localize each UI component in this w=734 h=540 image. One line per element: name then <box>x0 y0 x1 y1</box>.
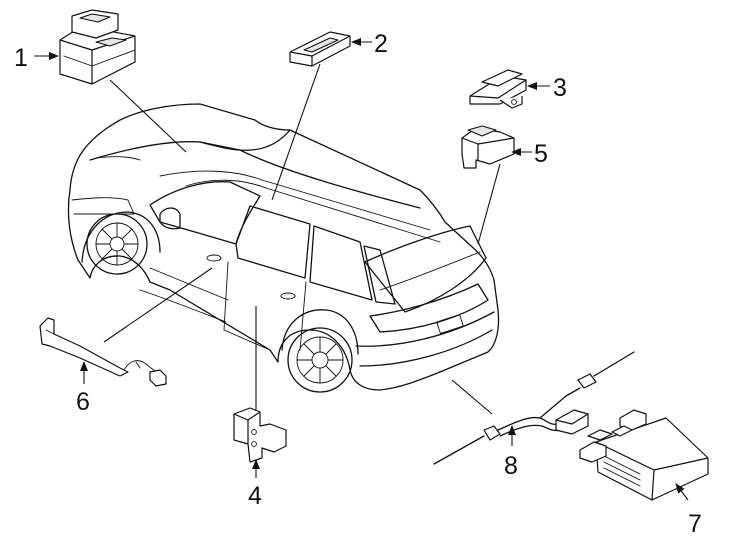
callout-6: 6 <box>76 388 90 416</box>
part-6-harness[interactable] <box>39 317 167 387</box>
leader-line-1 <box>109 79 187 153</box>
leader-line-2 <box>271 63 321 201</box>
leader-line-6 <box>103 267 213 343</box>
callout-5: 5 <box>534 140 548 168</box>
part-7-control-unit[interactable] <box>579 409 709 501</box>
callout-8: 8 <box>504 452 518 480</box>
part-1-control-module[interactable] <box>59 9 136 85</box>
callout-3: 3 <box>553 74 567 102</box>
callout-arrow-7 <box>675 483 689 501</box>
part-3-bracket[interactable] <box>469 69 527 109</box>
callout-1: 1 <box>14 44 28 72</box>
leader-line-8 <box>451 379 493 415</box>
part-4-mount-bracket[interactable] <box>233 407 287 463</box>
callout-4: 4 <box>248 482 262 510</box>
callout-2: 2 <box>374 30 388 58</box>
part-8-cable[interactable] <box>433 351 635 465</box>
part-2-sensor[interactable] <box>289 31 351 67</box>
vehicle-illustration <box>67 103 500 393</box>
leader-line-5 <box>477 163 501 245</box>
part-5-sensor-module[interactable] <box>461 125 515 169</box>
callout-7: 7 <box>688 510 702 538</box>
